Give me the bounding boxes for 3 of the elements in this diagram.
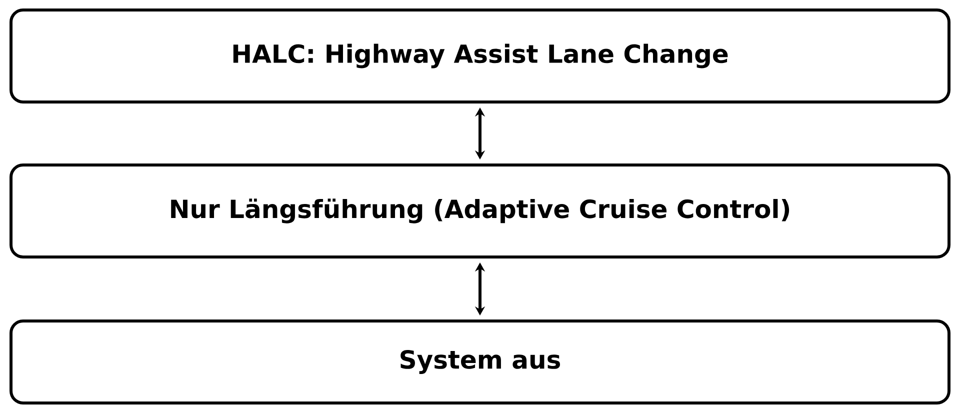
state-box: Nur Längsführung (Adaptive Cruise Control) bbox=[10, 164, 950, 258]
state-box: HALC: Highway Assist Lane Change bbox=[10, 8, 950, 104]
state-box: System aus bbox=[10, 320, 950, 404]
